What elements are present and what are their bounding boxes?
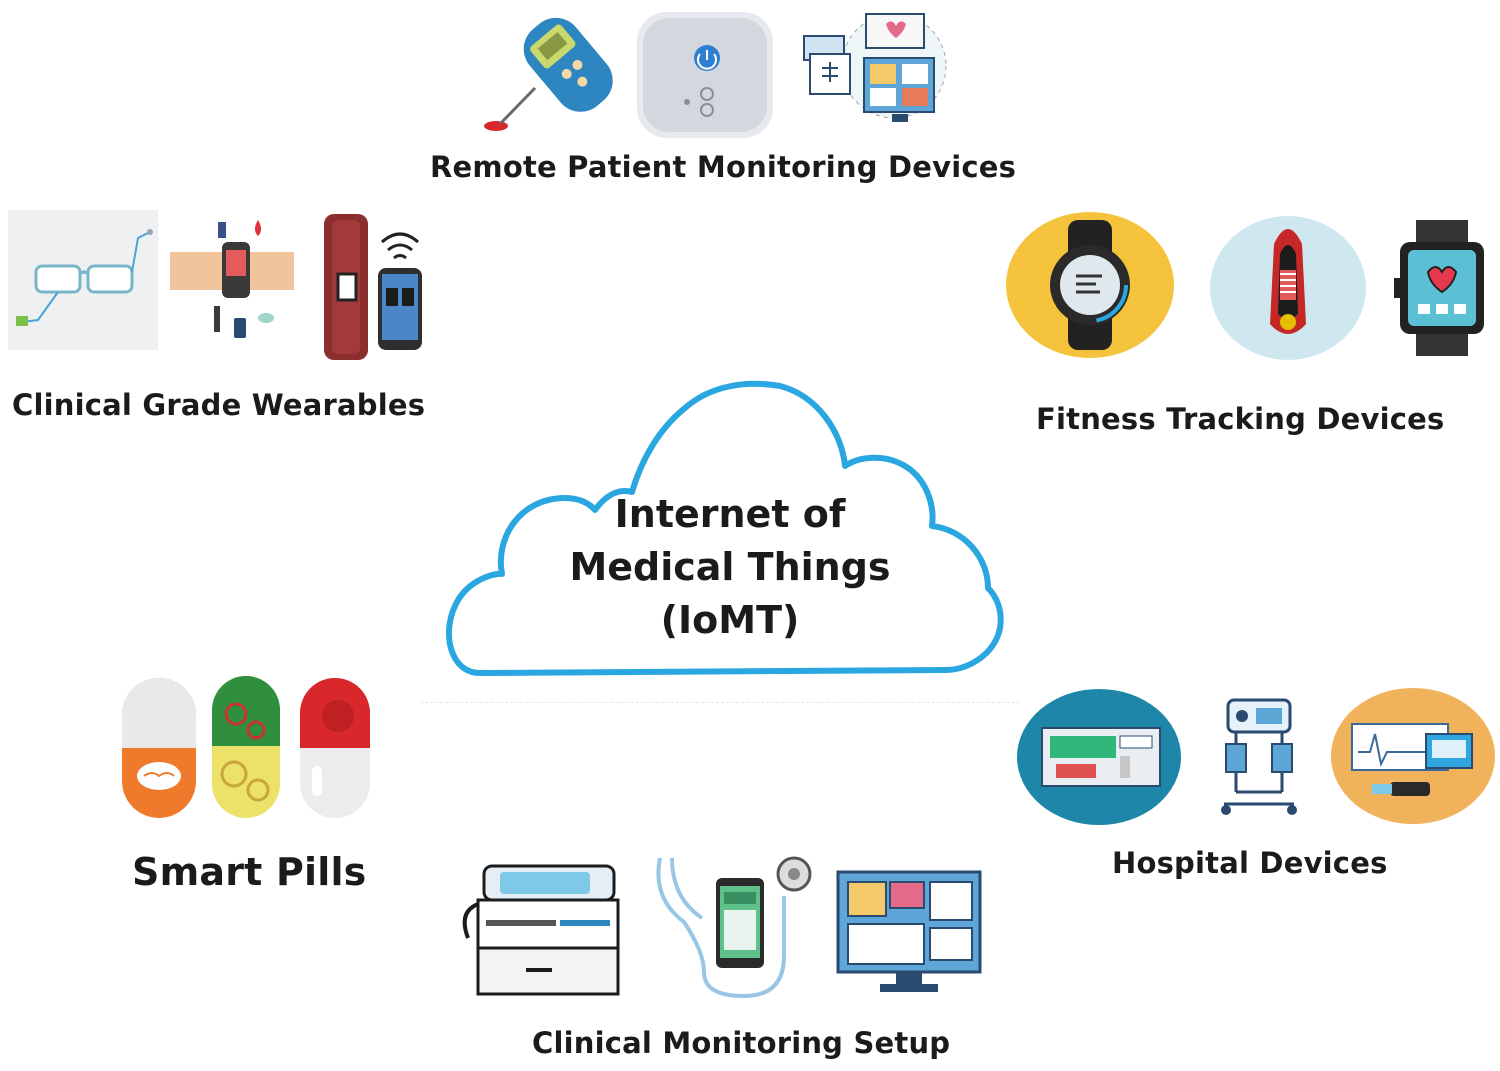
gear-pill-icon bbox=[210, 674, 282, 820]
cloud-shape-icon bbox=[446, 380, 1004, 676]
iomt-cloud: Internet of Medical Things (IoMT) bbox=[440, 378, 1005, 688]
remote-patient-monitoring-label: Remote Patient Monitoring Devices bbox=[430, 150, 1017, 184]
stethoscope-phone-icon bbox=[648, 850, 818, 998]
health-monitor-device-icon bbox=[635, 10, 775, 140]
smart-glasses-icon bbox=[8, 210, 158, 350]
smart-pills-label: Smart Pills bbox=[132, 850, 367, 894]
wrist-sensor-icon bbox=[170, 214, 294, 344]
remote-patient-monitoring-group: Remote Patient Monitoring Devices bbox=[430, 0, 1016, 195]
hospital-devices-label: Hospital Devices bbox=[1112, 846, 1388, 880]
red-pill-icon bbox=[298, 676, 372, 820]
ecg-monitor-icon bbox=[1330, 686, 1496, 826]
clinical-monitoring-setup-group: Clinical Monitoring Setup bbox=[450, 850, 990, 1065]
heart-watch-icon bbox=[1392, 218, 1492, 358]
hospital-devices-group: Hospital Devices bbox=[1016, 686, 1496, 886]
monitor-dashboard-icon bbox=[834, 870, 984, 996]
smart-pills-group: Smart Pills bbox=[110, 670, 400, 910]
clinical-monitoring-setup-label: Clinical Monitoring Setup bbox=[532, 1026, 951, 1060]
clinical-grade-wearables-label: Clinical Grade Wearables bbox=[12, 388, 426, 422]
brain-pill-icon bbox=[120, 676, 198, 820]
fitness-band-icon bbox=[1210, 214, 1366, 362]
divider-line bbox=[420, 702, 1020, 703]
clinical-grade-wearables-group: Clinical Grade Wearables bbox=[8, 210, 438, 440]
cloud-title-line-3: (IoMT) bbox=[660, 598, 800, 642]
medical-printer-icon bbox=[456, 864, 622, 998]
iv-stand-icon bbox=[1214, 694, 1304, 818]
wristband-phone-icon bbox=[320, 212, 430, 362]
fitness-tracking-label: Fitness Tracking Devices bbox=[1036, 402, 1445, 436]
infusion-pump-icon bbox=[1016, 688, 1182, 826]
fitness-tracking-group: Fitness Tracking Devices bbox=[1006, 210, 1496, 450]
smartwatch-gear-icon bbox=[1006, 210, 1176, 360]
cloud-title-line-2: Medical Things bbox=[569, 545, 891, 589]
glucometer-icon bbox=[480, 6, 620, 136]
telemedicine-dashboard-icon bbox=[802, 10, 952, 130]
cloud-title-line-1: Internet of bbox=[614, 492, 846, 536]
